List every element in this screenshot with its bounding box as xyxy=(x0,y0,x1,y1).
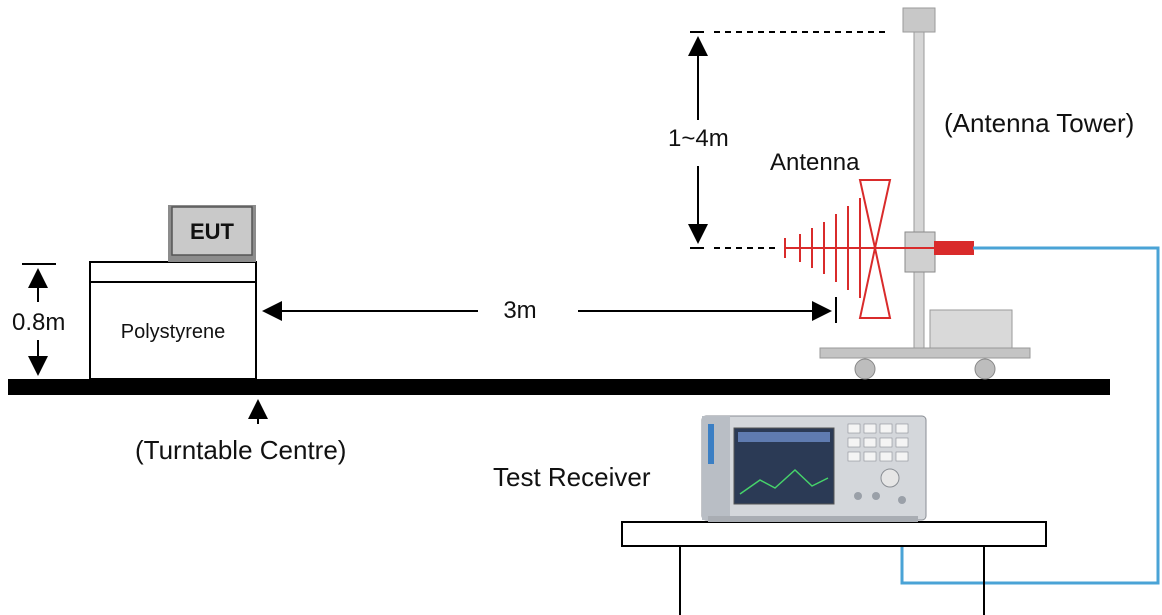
antenna-label: Antenna xyxy=(770,149,860,176)
polystyrene-table xyxy=(89,261,257,380)
antenna xyxy=(784,179,974,319)
coax-cable xyxy=(900,246,1160,585)
polystyrene-label: Polystyrene xyxy=(121,321,226,343)
ground-plane xyxy=(8,379,1110,395)
antenna-tower-label: (Antenna Tower) xyxy=(944,108,1134,138)
distance-dimension xyxy=(262,297,837,323)
antenna-height-dimension xyxy=(688,31,890,249)
distance-label: 3m xyxy=(503,297,536,324)
eut-box xyxy=(168,205,256,262)
eut-label: EUT xyxy=(190,219,235,244)
turntable-label: (Turntable Centre) xyxy=(135,435,346,465)
table-height-label: 0.8m xyxy=(12,309,65,336)
height-dimension xyxy=(22,263,56,376)
test-receiver xyxy=(701,415,927,522)
antenna-height-label: 1~4m xyxy=(668,125,729,152)
antenna-tower xyxy=(819,7,1031,380)
test-receiver-label: Test Receiver xyxy=(493,462,651,492)
receiver-table xyxy=(621,521,1047,615)
